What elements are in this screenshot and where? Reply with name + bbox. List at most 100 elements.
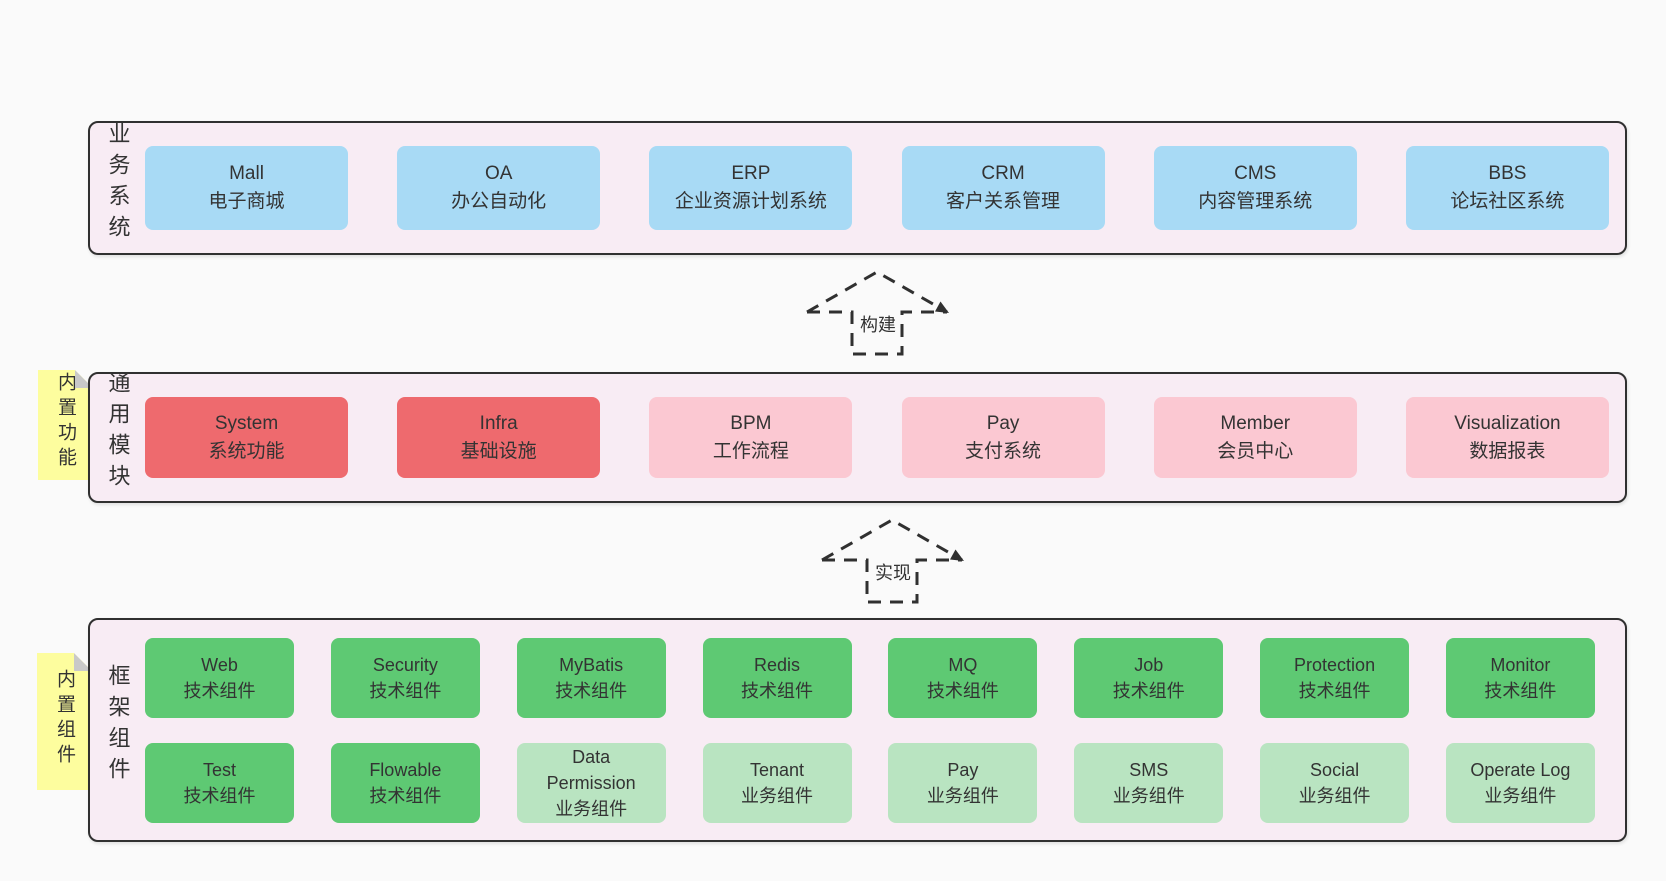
- box-title: BBS: [1488, 163, 1527, 184]
- box-visualization: Visualization 数据报表: [1405, 397, 1609, 478]
- box-subtitle: 基础设施: [460, 440, 537, 462]
- box-subtitle: 技术组件: [369, 785, 442, 806]
- box-subtitle: 技术组件: [1112, 680, 1185, 701]
- box-pay: Pay 业务组件: [888, 742, 1038, 823]
- box-subtitle: 技术组件: [555, 680, 628, 701]
- box-title: CMS: [1234, 163, 1277, 184]
- box-title: Flowable: [369, 759, 442, 780]
- arrow-label: 实现: [872, 558, 914, 586]
- box-subtitle: 业务组件: [1112, 785, 1185, 806]
- arrow-label: 构建: [857, 310, 899, 338]
- box-subtitle: 数据报表: [1469, 440, 1546, 462]
- box-title: Infra: [479, 412, 518, 434]
- box-subtitle: 论坛社区系统: [1450, 191, 1565, 212]
- box-subtitle: 电子商城: [208, 191, 285, 212]
- box-protection: Protection 技术组件: [1260, 637, 1410, 718]
- box-title: Tenant: [750, 759, 805, 780]
- box-title: Redis: [754, 654, 801, 675]
- box-subtitle: 支付系统: [965, 440, 1042, 462]
- box-title: Monitor: [1490, 654, 1551, 675]
- box-crm: CRM 客户关系管理: [901, 146, 1105, 230]
- sticky-note-builtin-components: 内置组件: [37, 653, 92, 790]
- up-arrow-icon: [821, 518, 964, 604]
- box-sms: SMS 业务组件: [1074, 742, 1224, 823]
- box-oa: OA 办公自动化: [397, 146, 601, 230]
- box-title: Protection: [1294, 654, 1376, 675]
- box-title: Mall: [229, 163, 264, 184]
- box-subtitle: 客户关系管理: [946, 191, 1061, 212]
- box-subtitle: 业务组件: [1298, 785, 1371, 806]
- box-title: SMS: [1129, 759, 1169, 780]
- dashed-up-arrow-implement: 实现: [820, 516, 966, 606]
- panel-title-vertical: 业务系统: [105, 121, 131, 246]
- box-title: Pay: [947, 759, 979, 780]
- box-title: BPM: [730, 412, 772, 434]
- box-operate-log: Operate Log 业务组件: [1445, 742, 1595, 823]
- box-subtitle: 业务组件: [1484, 785, 1557, 806]
- sticky-note-builtin-features: 内置功能: [38, 370, 93, 480]
- panel-title-vertical: 框架组件: [105, 663, 131, 788]
- box-subtitle: 技术组件: [741, 680, 814, 701]
- box-monitor: Monitor 技术组件: [1445, 637, 1595, 718]
- box-cms: CMS 内容管理系统: [1153, 146, 1357, 230]
- box-title: MQ: [948, 654, 978, 675]
- box-row: Mall 电子商城 OA 办公自动化 ERP 企业资源计划系统 CRM 客户关系管理 CMS 内容…: [145, 146, 1609, 230]
- box-title: Social: [1310, 759, 1360, 780]
- box-job: Job 技术组件: [1074, 637, 1224, 718]
- box-title: Operate Log: [1470, 759, 1571, 780]
- box-mq: MQ 技术组件: [888, 637, 1038, 718]
- box-member: Member 会员中心: [1153, 397, 1357, 478]
- box-title: Visualization: [1454, 412, 1561, 434]
- box-title: OA: [484, 163, 513, 184]
- box-title: Test: [202, 759, 236, 780]
- box-subtitle: 业务组件: [741, 785, 814, 806]
- box-title: System: [214, 412, 279, 434]
- box-subtitle: 会员中心: [1217, 440, 1294, 462]
- dashed-up-arrow-build: 构建: [805, 268, 951, 358]
- box-subtitle: 技术组件: [1484, 680, 1557, 701]
- sticky-note-label: 内置功能: [55, 372, 76, 472]
- box-subtitle: 业务组件: [555, 798, 628, 819]
- box-subtitle: 技术组件: [183, 680, 256, 701]
- box-mall: Mall 电子商城: [145, 146, 348, 230]
- box-subtitle: 技术组件: [926, 680, 999, 701]
- box-title: Data Permission: [546, 746, 636, 793]
- box-erp: ERP 企业资源计划系统: [649, 146, 853, 230]
- box-system: System 系统功能: [145, 397, 348, 478]
- box-flowable: Flowable 技术组件: [330, 742, 480, 823]
- box-title: CRM: [981, 163, 1025, 184]
- box-subtitle: 技术组件: [369, 680, 442, 701]
- box-tenant: Tenant 业务组件: [702, 742, 852, 823]
- box-subtitle: 办公自动化: [451, 191, 547, 212]
- box-subtitle: 内容管理系统: [1198, 191, 1313, 212]
- box-subtitle: 技术组件: [1298, 680, 1371, 701]
- box-bbs: BBS 论坛社区系统: [1405, 146, 1609, 230]
- sticky-note-label: 内置组件: [54, 668, 75, 769]
- box-title: MyBatis: [559, 654, 624, 675]
- box-test: Test 技术组件: [145, 742, 294, 823]
- box-title: Security: [372, 654, 438, 675]
- box-title: Member: [1220, 412, 1291, 434]
- box-subtitle: 企业资源计划系统: [674, 191, 827, 212]
- box-subtitle: 业务组件: [926, 785, 999, 806]
- up-arrow-icon: [806, 270, 949, 356]
- box-subtitle: 系统功能: [208, 440, 285, 462]
- panel-business-systems: 业务系统 Mall 电子商城 OA 办公自动化 ERP 企业资源计划系统 CRM 客户关系管理…: [88, 121, 1627, 255]
- box-redis: Redis 技术组件: [702, 637, 852, 718]
- box-title: ERP: [731, 163, 771, 184]
- box-title: Job: [1134, 654, 1164, 675]
- box-infra: Infra 基础设施: [397, 397, 601, 478]
- box-subtitle: 技术组件: [183, 785, 256, 806]
- box-rows: Mall 电子商城 OA 办公自动化 ERP 企业资源计划系统 CRM 客户关系管理 CMS 内容…: [145, 146, 1625, 230]
